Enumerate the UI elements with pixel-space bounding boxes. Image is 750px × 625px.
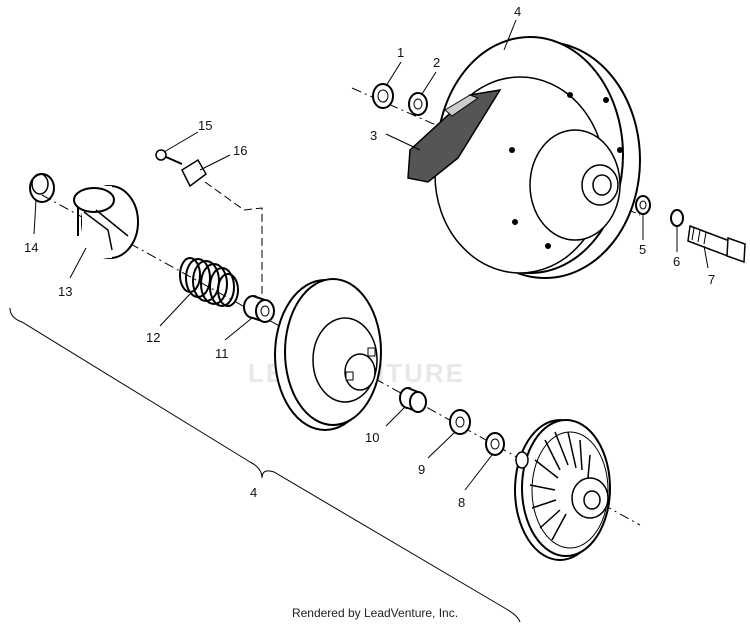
lockwasher-6 (670, 209, 684, 227)
footer-credit: Rendered by LeadVenture, Inc. (291, 606, 459, 620)
callout-15: 15 (198, 118, 212, 133)
callout-4-bracket: 4 (250, 485, 257, 500)
callout-4-top: 4 (514, 4, 521, 19)
callout-3: 3 (370, 128, 377, 143)
drive-belt (407, 88, 502, 183)
set-screw-15 (155, 149, 183, 165)
callout-9: 9 (418, 462, 425, 477)
bushing-11 (243, 295, 275, 323)
washer-5 (635, 195, 651, 215)
fixed-sheave (514, 419, 611, 561)
callout-14: 14 (24, 240, 38, 255)
callout-5: 5 (639, 242, 646, 257)
washer-9 (449, 409, 471, 435)
ramp-button-16 (181, 158, 207, 188)
spring-12 (179, 257, 239, 307)
callout-16: 16 (233, 143, 247, 158)
bushing-10 (399, 387, 427, 413)
washer-1 (372, 83, 394, 109)
callout-1: 1 (397, 45, 404, 60)
callout-8: 8 (458, 495, 465, 510)
callout-2: 2 (433, 55, 440, 70)
callout-7: 7 (708, 272, 715, 287)
retaining-clip-14 (29, 173, 55, 203)
callout-10: 10 (365, 430, 379, 445)
leader-lines (33, 19, 709, 491)
callout-6: 6 (673, 254, 680, 269)
cam-guide-line (204, 181, 263, 296)
callout-11: 11 (215, 346, 229, 361)
moveable-sheave (274, 278, 382, 431)
callout-13: 13 (58, 284, 72, 299)
assembly-bracket (9, 307, 521, 623)
helix-cam-13 (73, 185, 139, 259)
washer-2 (408, 92, 428, 116)
washer-8 (485, 432, 505, 456)
driven-clutch-assembly (434, 36, 641, 279)
callout-12: 12 (146, 330, 160, 345)
bolt-7 (687, 224, 746, 264)
